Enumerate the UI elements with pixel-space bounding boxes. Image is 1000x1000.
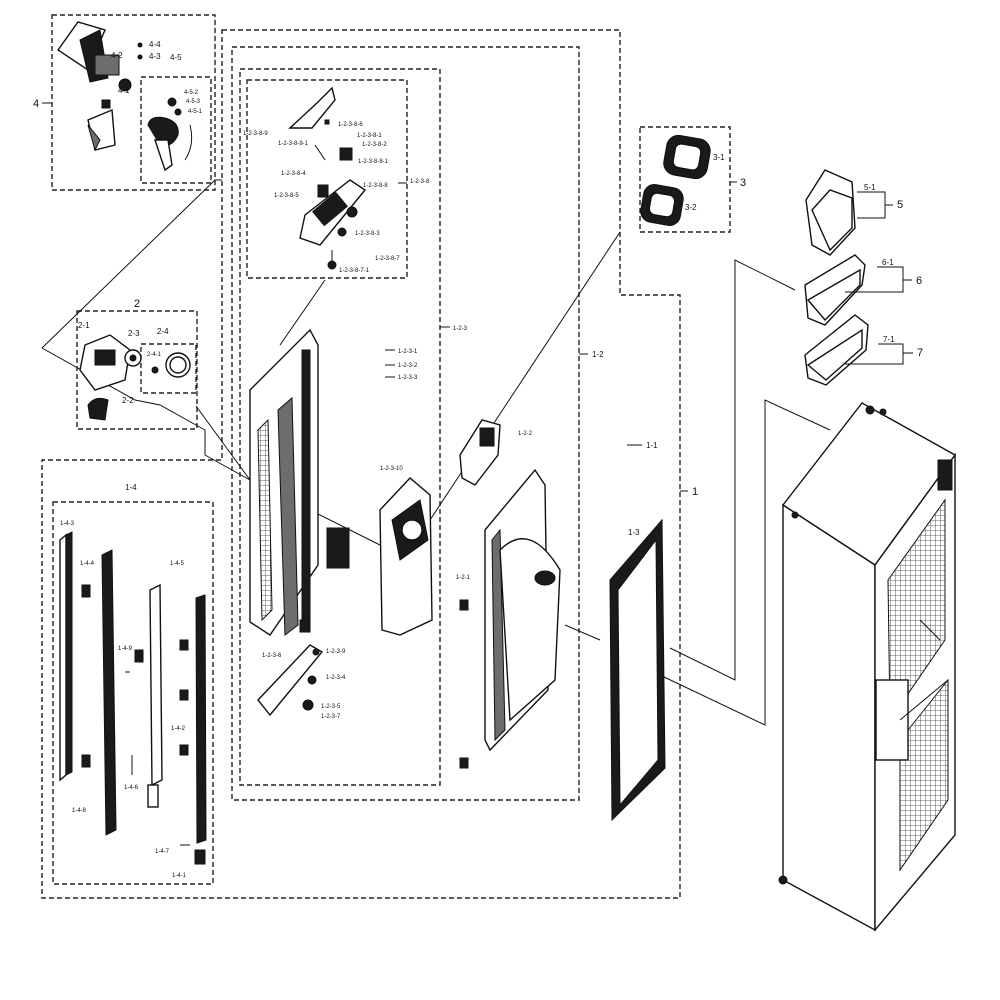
label-1-3: 1-3 (628, 528, 640, 537)
label-1-2: 1-2 (592, 350, 604, 359)
label-1-2-3-5: 1-2-3-5 (321, 704, 341, 710)
label-ticks (398, 181, 913, 492)
label-4-1: 4-1 (118, 86, 130, 95)
part-4-2-gear (118, 78, 132, 92)
label-7: 7 (917, 347, 923, 359)
label-1-2-3-2: 1-2-3-2 (398, 363, 418, 369)
label-7-1: 7-1 (883, 335, 895, 344)
cabinet-front (782, 503, 876, 932)
label-6: 6 (916, 275, 922, 287)
label-1-2-3: 1-2-3 (453, 326, 468, 332)
label-4-5-1: 4-5-1 (188, 109, 203, 115)
label-2-4: 2-4 (157, 327, 169, 336)
parts-group-1-2 (459, 419, 642, 769)
label-1-4-1: 1-4-1 (172, 873, 187, 879)
parts-group-2 (79, 334, 191, 421)
box-group-1-2 (231, 46, 580, 801)
label-4: 4 (33, 98, 39, 110)
label-1-2-3-8-4: 1-2-3-8-4 (281, 171, 306, 177)
box-group-1 (41, 29, 681, 899)
label-4-5-2: 4-5-2 (184, 90, 199, 96)
label-3: 3 (740, 177, 746, 189)
box-group-2-4 (140, 343, 197, 394)
part-1-3-gasket-inner (617, 538, 659, 807)
label-1-2-1: 1-2-1 (456, 575, 471, 581)
label-1-2-3-3: 1-2-3-3 (398, 375, 418, 381)
part-1-2-3-6-bracket (257, 644, 324, 717)
label-1-2-3-8-8-1: 1-2-3-8-8-1 (358, 159, 389, 165)
label-2-3: 2-3 (128, 329, 140, 338)
parts-gasket-1-3 (609, 518, 666, 822)
label-3-2: 3-2 (685, 203, 697, 212)
part-refrigerator-cabinet (778, 402, 957, 932)
label-2: 2 (134, 298, 140, 310)
callout-labels: 4 2 3 1 5 6 7 4-1 4-2 4-3 4-4 4-5 4-5-1 … (33, 40, 923, 879)
label-1-4-9: 1-4-9 (118, 646, 133, 652)
label-1-2-3-8-9-1: 1-2-3-8-9-1 (278, 141, 309, 147)
parts-group-1-2-3 (249, 328, 433, 717)
label-1-2-3-10: 1-2-3-10 (380, 466, 403, 472)
label-1-1: 1-1 (646, 441, 658, 450)
label-1-2-3-8-6: 1-2-3-8-6 (338, 122, 363, 128)
label-1-2-3-9: 1-2-3-9 (326, 649, 346, 655)
label-3-1: 3-1 (713, 153, 725, 162)
label-1-2-3-8-7: 1-2-3-8-7 (375, 256, 400, 262)
label-2-4-1: 2-4-1 (147, 352, 162, 358)
label-1-2-3-8-1: 1-2-3-8-1 (357, 133, 382, 139)
label-1-2-3-1: 1-2-3-1 (398, 349, 418, 355)
label-1-2-3-8-8: 1-2-3-8-8 (363, 183, 388, 189)
label-5: 5 (897, 199, 903, 211)
parts-group-3 (640, 134, 711, 226)
label-1-4-5: 1-4-5 (170, 561, 185, 567)
label-1-4-6: 1-4-6 (124, 785, 139, 791)
label-1-4-2: 1-4-2 (171, 726, 186, 732)
part-1-4-5-frame (149, 583, 163, 787)
part-1-4-rail (101, 549, 117, 836)
label-4-2: 4-2 (111, 51, 123, 60)
box-group-4-5 (140, 76, 212, 184)
label-1-2-3-8-5: 1-2-3-8-5 (274, 193, 299, 199)
label-4-3: 4-3 (149, 52, 161, 61)
label-5-1: 5-1 (864, 183, 876, 192)
box-group-1-2-3-8 (246, 79, 408, 279)
label-1-2-3-6: 1-2-3-6 (262, 653, 282, 659)
parts-group-4 (57, 21, 193, 172)
label-1-2-3-8: 1-2-3-8 (410, 179, 430, 185)
label-1-2-3-8-7-1: 1-2-3-8-7-1 (339, 268, 370, 274)
box-group-2 (76, 310, 198, 430)
label-2-2: 2-2 (122, 396, 134, 405)
parts-door-bins (804, 169, 869, 386)
box-group-1-4 (52, 501, 214, 885)
label-4-5-3: 4-5-3 (186, 99, 201, 105)
label-1-4: 1-4 (125, 483, 137, 492)
label-6-1: 6-1 (882, 258, 894, 267)
group-boxes (41, 14, 731, 899)
label-1-4-4: 1-4-4 (80, 561, 95, 567)
box-group-3 (639, 126, 731, 233)
label-1-2-2: 1-2-2 (518, 431, 533, 437)
parts-group-1-2-3-8 (288, 86, 367, 270)
label-1-2-3-4: 1-2-3-4 (326, 675, 346, 681)
label-1-2-3-7: 1-2-3-7 (321, 714, 341, 720)
label-1-2-3-8-9: 1-2-3-8-9 (243, 131, 268, 137)
part-1-2-3-8-9-lever (288, 86, 336, 129)
label-4-4: 4-4 (149, 40, 161, 49)
label-4-5: 4-5 (170, 53, 182, 62)
box-group-1-2-3 (239, 68, 441, 786)
label-1-4-7: 1-4-7 (155, 849, 170, 855)
label-1-4-3: 1-4-3 (60, 521, 75, 527)
parts-group-1-4 (59, 531, 207, 865)
label-1: 1 (692, 486, 698, 498)
label-1-2-3-8-3: 1-2-3-8-3 (355, 231, 380, 237)
label-1-2-3-8-2: 1-2-3-8-2 (362, 142, 387, 148)
part-1-2-3-10-dispenser (379, 477, 433, 636)
part-1-4-3-strip (59, 533, 67, 782)
label-2-1: 2-1 (78, 321, 90, 330)
part-2-2-cup (87, 397, 109, 421)
label-1-4-8: 1-4-8 (72, 808, 87, 814)
leader-lines (41, 102, 831, 726)
